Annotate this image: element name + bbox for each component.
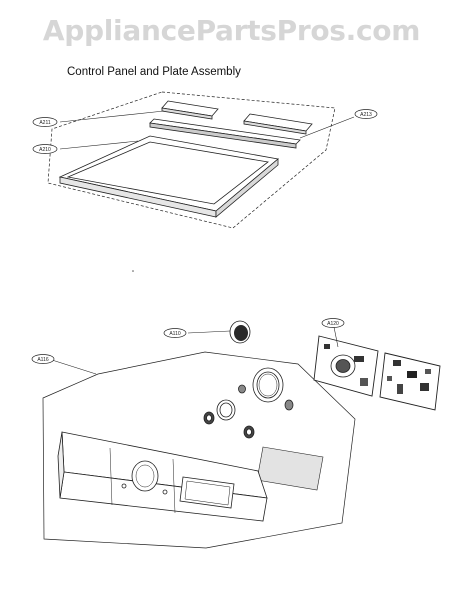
sub-control-board <box>379 352 441 411</box>
selector-knob <box>229 320 251 344</box>
callout-a120: A120 <box>321 318 345 328</box>
button-cap-1 <box>238 384 246 394</box>
button-cap-4 <box>243 425 255 439</box>
stray-mark <box>132 270 134 272</box>
svg-text:A211: A211 <box>39 120 51 126</box>
plate-strip-left <box>161 100 219 120</box>
svg-text:A120: A120 <box>327 321 339 327</box>
knob-ring-medium <box>216 399 236 421</box>
panel-assembly <box>42 320 441 549</box>
svg-text:A213: A213 <box>360 112 372 118</box>
plate-frame <box>58 135 279 218</box>
panel-assembly-outline <box>42 351 356 549</box>
callout-a110: A110 <box>163 328 187 338</box>
front-control-panel <box>57 431 268 522</box>
svg-text:A210: A210 <box>39 147 51 153</box>
assembly-title: Control Panel and Plate Assembly <box>67 66 241 78</box>
svg-text:A110: A110 <box>169 331 181 337</box>
callout-a211: A211 <box>32 117 58 127</box>
plate-assembly-outline <box>47 91 336 229</box>
display-window-film <box>256 446 324 491</box>
main-control-board <box>313 335 379 397</box>
knob-ring-large <box>252 367 284 403</box>
button-cap-2 <box>284 399 294 411</box>
plate-strip-right <box>243 113 313 135</box>
plate-bracket-bar <box>149 118 301 149</box>
site-watermark: AppliancePartsPros.com <box>42 14 421 47</box>
svg-text:A116: A116 <box>37 357 49 363</box>
callout-a213: A213 <box>354 109 378 119</box>
callout-a210: A210 <box>32 144 58 154</box>
plate-assembly <box>47 91 355 229</box>
button-cap-3 <box>203 411 215 425</box>
callout-a116: A116 <box>31 354 55 364</box>
